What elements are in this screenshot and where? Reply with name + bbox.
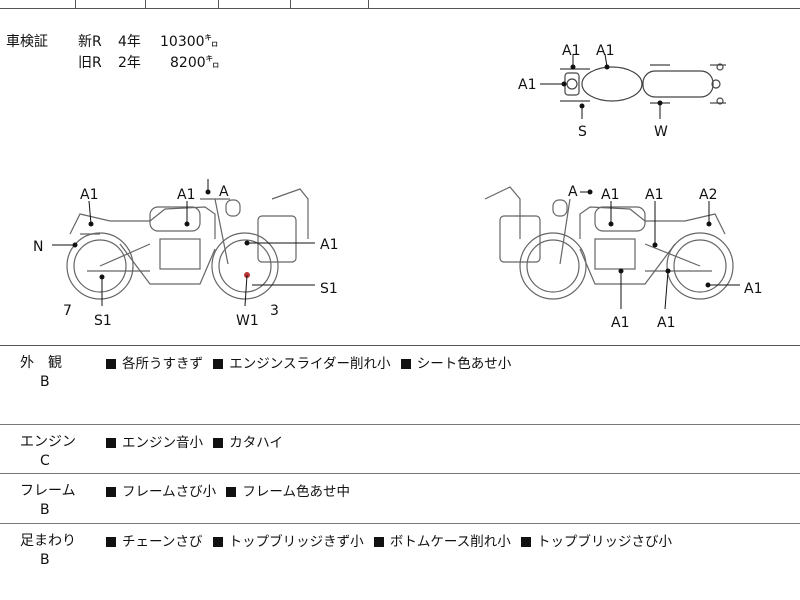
left-label-a-mirror: A [219, 184, 229, 200]
top-view-bike [560, 63, 726, 105]
note-item: チェーンさび [122, 534, 203, 550]
section-label: 足まわり [20, 533, 76, 549]
top-label-a1-front: A1 [562, 43, 580, 59]
right-label-a1-frame: A1 [657, 315, 675, 331]
top-label-a1-bar: A1 [518, 77, 536, 93]
strip-divider [145, 0, 146, 8]
left-label-s1-rear: S1 [94, 313, 112, 329]
right-label-a1-tank: A1 [601, 187, 619, 203]
note-item: フレームさび小 [122, 484, 217, 500]
old-reg-years: 2年 [118, 55, 141, 71]
top-label-s: S [578, 124, 587, 140]
motorcycle-diagrams: A1 A1 A1 S W [33, 43, 762, 331]
left-view-leaders [52, 179, 315, 307]
note-item: エンジン音小 [122, 435, 203, 451]
bullet-square-icon [106, 487, 116, 497]
left-view-bike [66, 188, 309, 300]
section-grade: B [40, 552, 50, 568]
note-item: エンジンスライダー削れ小 [229, 356, 391, 372]
note-item: 各所うすきず [122, 356, 203, 372]
note-item: カタハイ [229, 435, 284, 451]
right-view-leaders [580, 191, 740, 310]
section-suspension: 足まわり B チェーンさび トップブリッジきず小 ボトムケース削れ小 トップブリ… [0, 524, 800, 600]
bullet-square-icon [521, 537, 532, 547]
note-item: ボトムケース削れ小 [389, 534, 511, 550]
left-label-s1-front: S1 [320, 281, 338, 297]
section-grade: C [40, 453, 50, 469]
bullet-square-icon [106, 438, 116, 448]
bullet-square-icon [373, 537, 384, 547]
new-reg-type: 新R [78, 34, 102, 50]
section-engine: エンジン C エンジン音小 カタハイ [0, 425, 800, 474]
left-label-3: 3 [270, 303, 279, 319]
strip-divider [75, 0, 76, 8]
bullet-square-icon [212, 537, 223, 547]
section-notes: チェーンさび トップブリッジきず小 ボトムケース削れ小 トップブリッジさび小 [106, 530, 678, 550]
note-item: シート色あせ小 [416, 356, 512, 372]
new-reg-years: 4年 [118, 34, 141, 50]
left-label-w1: W1 [236, 313, 259, 329]
section-label: 外 観 [20, 355, 62, 371]
strip-divider [218, 0, 219, 8]
note-item: トップブリッジきず小 [228, 534, 364, 550]
top-label-w: W [654, 124, 668, 140]
strip-divider [290, 0, 291, 8]
old-reg-amount: 8200㌔ [170, 55, 220, 71]
left-label-a1-fork: A1 [320, 237, 338, 253]
section-notes: フレームさび小 フレーム色あせ中 [106, 480, 356, 500]
bullet-square-icon [400, 359, 411, 369]
right-label-a2-tail: A2 [699, 187, 717, 203]
note-item: トップブリッジさび小 [537, 534, 673, 550]
top-strip [0, 0, 800, 9]
top-label-a1-tank: A1 [596, 43, 614, 59]
section-label: エンジン [20, 434, 76, 450]
section-frame: フレーム B フレームさび小 フレーム色あせ中 [0, 474, 800, 524]
old-reg-type: 旧R [78, 55, 102, 71]
bullet-square-icon [106, 537, 116, 547]
right-label-a-mirror: A [568, 184, 578, 200]
section-notes: エンジン音小 カタハイ [106, 431, 289, 451]
left-label-7: 7 [63, 303, 72, 319]
right-label-a1-side: A1 [645, 187, 663, 203]
left-label-n: N [33, 239, 43, 255]
right-label-a1-engine: A1 [611, 315, 629, 331]
new-reg-amount: 10300㌔ [160, 34, 219, 50]
right-label-a1-rear: A1 [744, 281, 762, 297]
section-label: フレーム [20, 483, 76, 499]
strip-divider [368, 0, 369, 8]
top-view-leaders [540, 53, 661, 119]
registration-label: 車検証 [6, 34, 48, 50]
bullet-square-icon [213, 438, 224, 448]
section-grade: B [40, 374, 50, 390]
bullet-square-icon [213, 359, 224, 369]
bullet-square-icon [106, 359, 116, 369]
left-label-a1-seat: A1 [80, 187, 98, 203]
section-grade: B [40, 502, 50, 518]
note-item: フレーム色あせ中 [242, 484, 351, 500]
bullet-square-icon [226, 487, 237, 497]
right-view-bike [484, 186, 734, 300]
section-exterior: 外 観 B 各所うすきず エンジンスライダー削れ小 シート色あせ小 [0, 346, 800, 425]
left-label-a1-tank: A1 [177, 187, 195, 203]
damage-diagram-panel: 車検証 新R 4年 10300㌔ 旧R 2年 8200㌔ [0, 9, 800, 346]
section-notes: 各所うすきず エンジンスライダー削れ小 シート色あせ小 [106, 352, 517, 372]
